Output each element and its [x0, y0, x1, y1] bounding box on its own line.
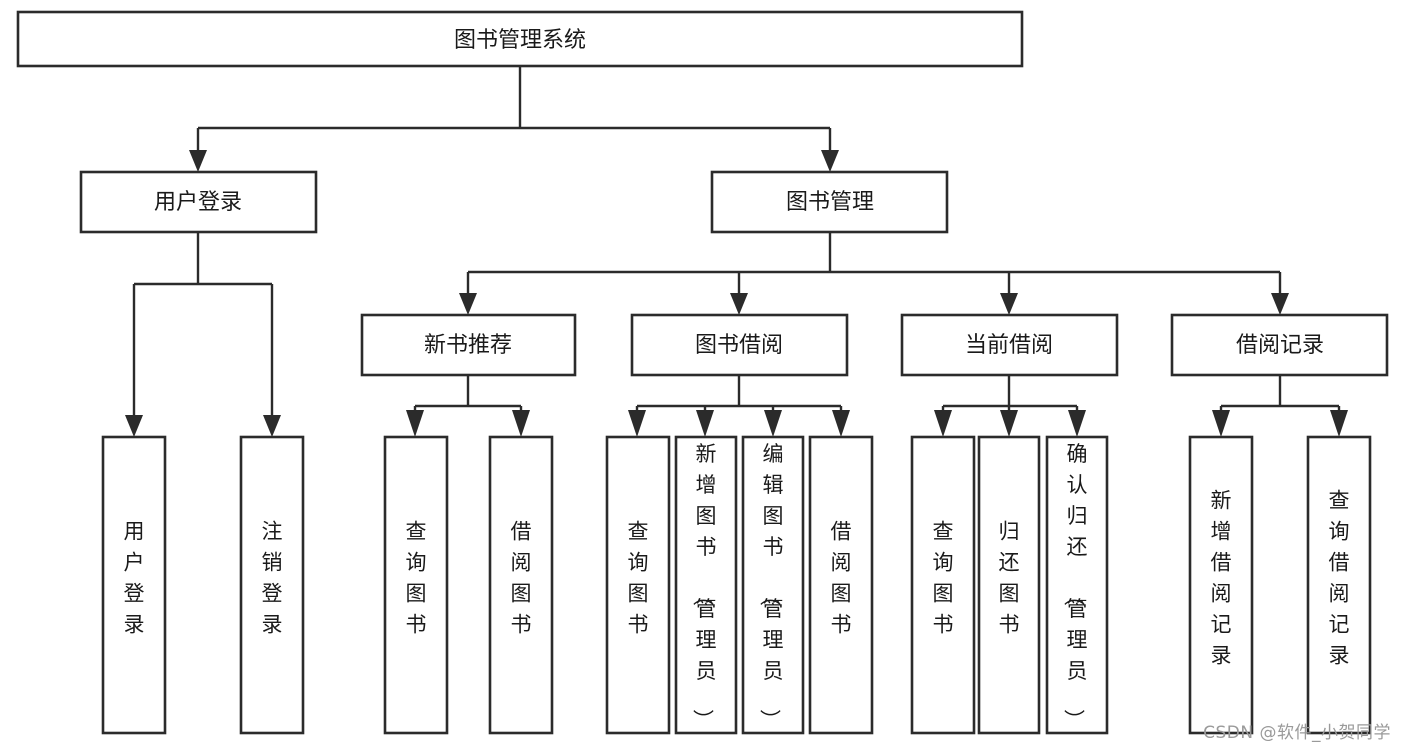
- node-borrow-record-label: 借阅记录: [1236, 333, 1324, 358]
- arrowhead-leaf-confirm-return: [1068, 410, 1086, 437]
- arrowhead-leaf-logout: [263, 415, 281, 437]
- node-leaf-borrow-book-1[interactable]: 借阅图书: [488, 435, 554, 735]
- node-leaf-add-record-box[interactable]: [1188, 435, 1254, 735]
- node-leaf-borrow-book-2-label: 借阅图书: [831, 520, 852, 637]
- node-leaf-edit-book-box[interactable]: [741, 435, 805, 735]
- arrowhead-borrow-record: [1271, 293, 1289, 315]
- arrowhead-leaf-query-record: [1330, 410, 1348, 437]
- node-borrow-record[interactable]: 借阅记录: [1170, 313, 1389, 377]
- arrowhead-leaf-edit-book: [764, 410, 782, 437]
- node-leaf-logout-label: 注销登录: [262, 520, 283, 637]
- node-leaf-add-book[interactable]: 新增图书（管理员）: [674, 435, 738, 735]
- arrowhead-leaf-return-book: [1000, 410, 1018, 437]
- node-leaf-query-book-3-label: 查询图书: [933, 520, 954, 637]
- arrowhead-book-manage: [821, 150, 839, 172]
- node-current-borrow-box[interactable]: [900, 313, 1119, 377]
- node-borrow-record-box[interactable]: [1170, 313, 1389, 377]
- node-leaf-confirm-return[interactable]: 确认归还（管理员）: [1045, 435, 1109, 735]
- node-leaf-query-book-1[interactable]: 查询图书: [383, 435, 449, 735]
- node-book-borrow-label: 图书借阅: [695, 333, 783, 358]
- node-leaf-confirm-return-box[interactable]: [1045, 435, 1109, 735]
- node-user-login-label: 用户登录: [154, 190, 242, 215]
- node-leaf-query-record-box[interactable]: [1306, 435, 1372, 735]
- arrowhead-leaf-add-book: [696, 410, 714, 437]
- node-leaf-user-login-box[interactable]: [101, 435, 167, 735]
- node-new-book-recommend-box[interactable]: [360, 313, 577, 377]
- node-user-login-box[interactable]: [79, 170, 318, 234]
- node-root[interactable]: 图书管理系统: [16, 10, 1024, 68]
- node-new-book-recommend[interactable]: 新书推荐: [360, 313, 577, 377]
- node-leaf-borrow-book-2[interactable]: 借阅图书: [808, 435, 874, 735]
- arrowhead-leaf-user-login: [125, 415, 143, 437]
- arrowhead-leaf-query-book-1: [406, 410, 424, 437]
- node-leaf-return-book[interactable]: 归还图书: [977, 435, 1041, 735]
- node-leaf-user-login[interactable]: 用户登录: [101, 435, 167, 735]
- arrowhead-new-book-recommend: [459, 293, 477, 315]
- node-leaf-query-record-label: 查询借阅记录: [1329, 489, 1350, 668]
- node-leaf-query-book-2-label: 查询图书: [628, 520, 649, 637]
- node-leaf-query-book-2-box[interactable]: [605, 435, 671, 735]
- node-current-borrow-label: 当前借阅: [965, 333, 1053, 358]
- node-leaf-logout-box[interactable]: [239, 435, 305, 735]
- node-book-borrow[interactable]: 图书借阅: [630, 313, 849, 377]
- arrowhead-user-login: [189, 150, 207, 172]
- node-leaf-add-record[interactable]: 新增借阅记录: [1188, 435, 1254, 735]
- node-leaf-query-book-1-box[interactable]: [383, 435, 449, 735]
- node-book-borrow-box[interactable]: [630, 313, 849, 377]
- arrowhead-leaf-query-book-2: [628, 410, 646, 437]
- node-leaf-edit-book[interactable]: 编辑图书（管理员）: [741, 435, 805, 735]
- node-root-box[interactable]: [16, 10, 1024, 68]
- arrowhead-leaf-borrow-book-1: [512, 410, 530, 437]
- arrowhead-leaf-query-book-3: [934, 410, 952, 437]
- csdn-watermark: CSDN @软件_小贺同学: [1203, 723, 1391, 743]
- arrowhead-book-borrow: [730, 293, 748, 315]
- node-leaf-query-book-3-box[interactable]: [910, 435, 976, 735]
- arrowhead-leaf-borrow-book-2: [832, 410, 850, 437]
- node-leaf-query-book-2[interactable]: 查询图书: [605, 435, 671, 735]
- node-leaf-query-book-1-label: 查询图书: [406, 520, 427, 637]
- connector-layer: [125, 66, 1348, 437]
- node-leaf-user-login-label: 用户登录: [124, 520, 145, 637]
- node-current-borrow[interactable]: 当前借阅: [900, 313, 1119, 377]
- node-leaf-add-book-box[interactable]: [674, 435, 738, 735]
- node-leaf-return-book-label: 归还图书: [999, 520, 1020, 637]
- node-leaf-query-record[interactable]: 查询借阅记录: [1306, 435, 1372, 735]
- node-leaf-borrow-book-1-box[interactable]: [488, 435, 554, 735]
- node-root-label: 图书管理系统: [454, 28, 586, 53]
- node-leaf-add-record-label: 新增借阅记录: [1211, 489, 1232, 668]
- node-leaf-borrow-book-1-label: 借阅图书: [511, 520, 532, 637]
- node-leaf-edit-book-label: 编辑图书（管理员）: [758, 442, 784, 730]
- node-user-login[interactable]: 用户登录: [79, 170, 318, 234]
- node-leaf-add-book-label: 新增图书（管理员）: [691, 442, 717, 730]
- node-leaf-confirm-return-label: 确认归还（管理员）: [1062, 442, 1088, 730]
- arrowhead-current-borrow: [1000, 293, 1018, 315]
- node-leaf-logout[interactable]: 注销登录: [239, 435, 305, 735]
- node-leaf-return-book-box[interactable]: [977, 435, 1041, 735]
- arrowhead-leaf-add-record: [1212, 410, 1230, 437]
- node-leaf-query-book-3[interactable]: 查询图书: [910, 435, 976, 735]
- node-book-manage-box[interactable]: [710, 170, 949, 234]
- node-new-book-recommend-label: 新书推荐: [424, 333, 512, 358]
- node-book-manage[interactable]: 图书管理: [710, 170, 949, 234]
- node-book-manage-label: 图书管理: [786, 190, 874, 215]
- node-leaf-borrow-book-2-box[interactable]: [808, 435, 874, 735]
